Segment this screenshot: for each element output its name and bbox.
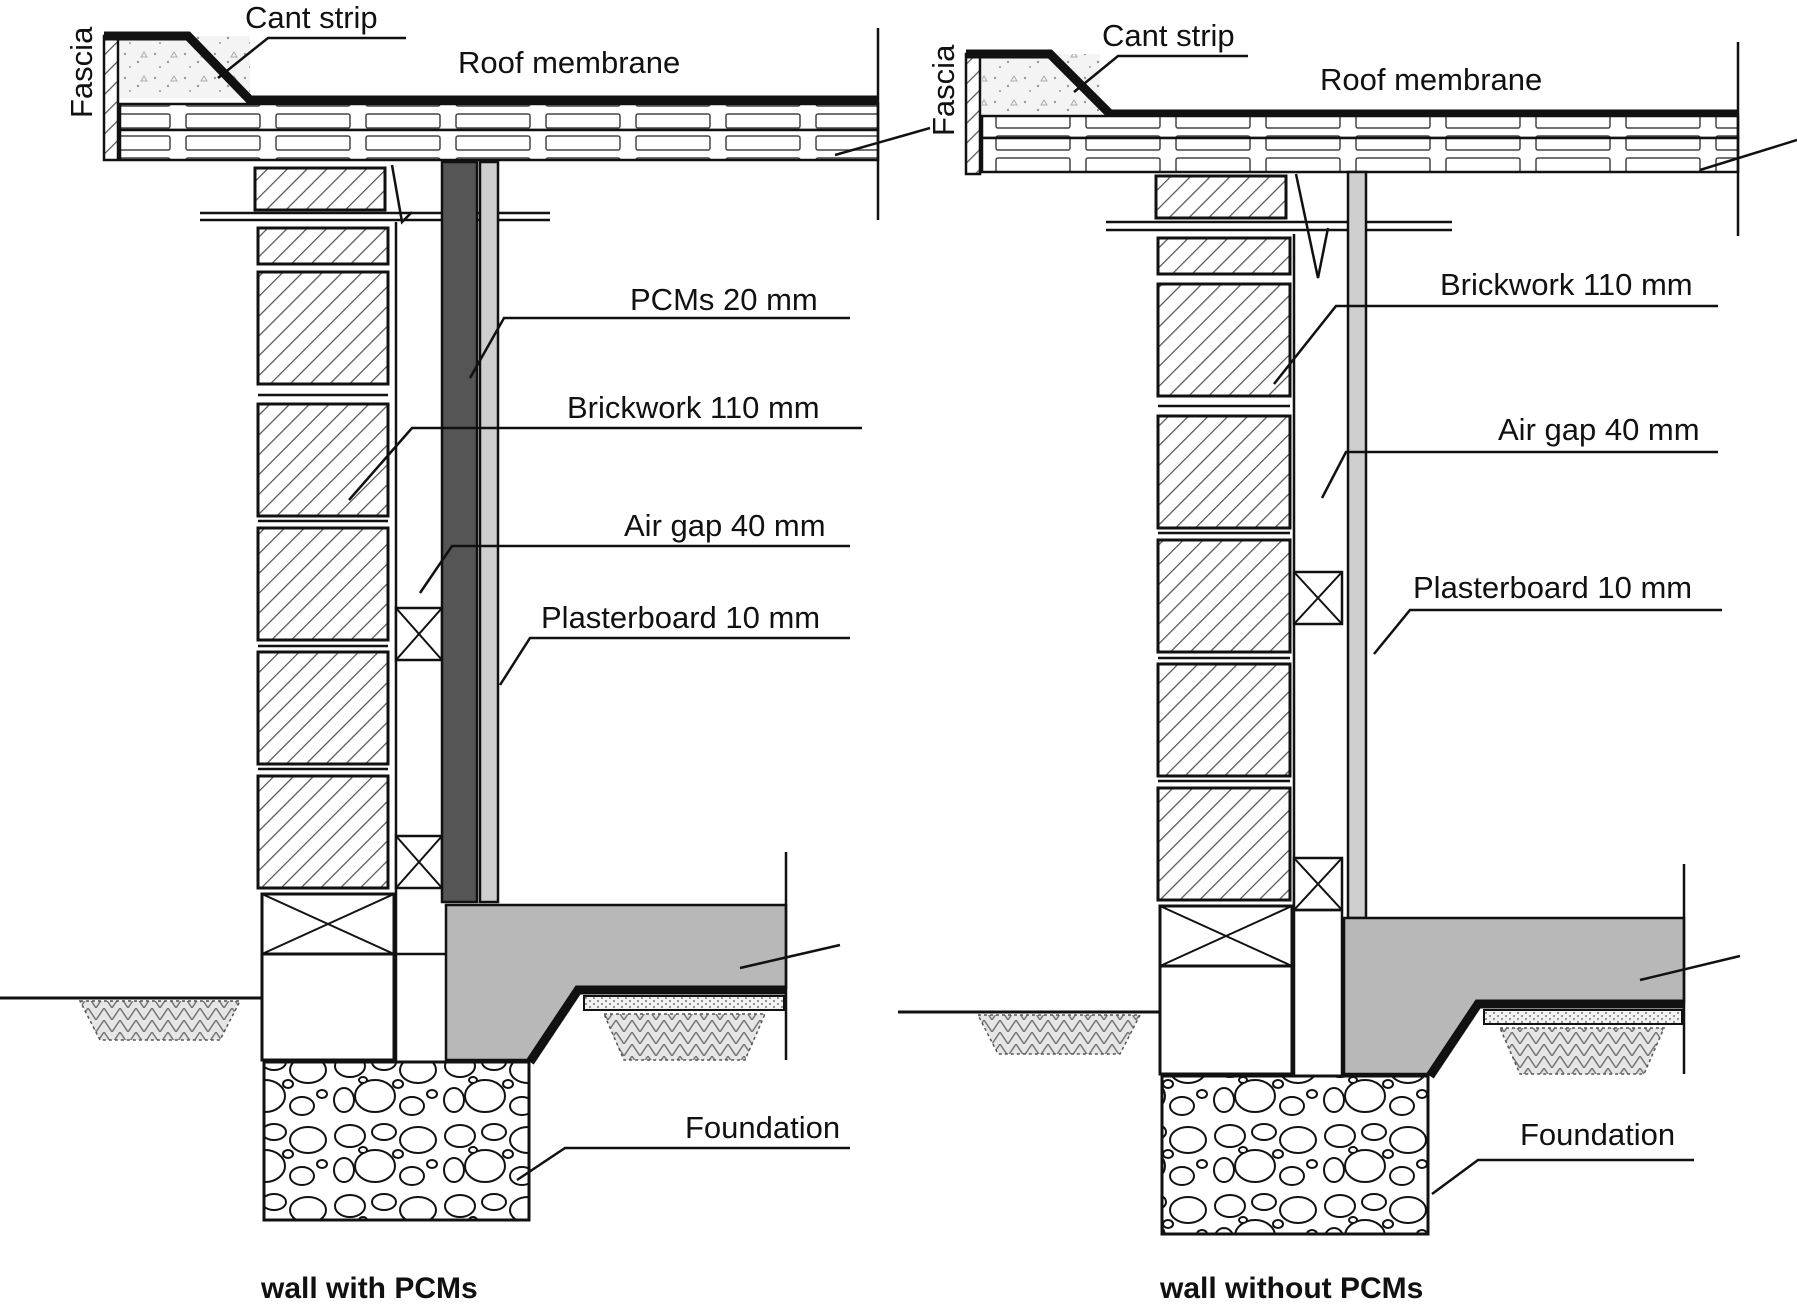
foundation-label-left: Foundation	[685, 1110, 840, 1145]
air-gap-label-left: Air gap 40 mm	[624, 508, 826, 543]
cant-strip-label-right: Cant strip	[1102, 18, 1235, 53]
foundation-right	[1160, 1074, 1430, 1236]
roof-assembly-left	[102, 28, 931, 220]
plasterboard-label-right: Plasterboard 10 mm	[1413, 570, 1692, 605]
plasterboard-right	[1346, 170, 1368, 920]
caption-right: wall without PCMs	[1159, 1272, 1423, 1305]
roof-membrane-label-left: Roof membrane	[458, 45, 680, 80]
brickwork-right	[1106, 173, 1452, 902]
brickwork-label-right: Brickwork 110 mm	[1440, 267, 1693, 302]
air-gap-left	[394, 222, 444, 1062]
pcm-layer-left	[440, 160, 479, 904]
plasterboard-label-left: Plasterboard 10 mm	[541, 600, 820, 635]
roof-membrane-label-right: Roof membrane	[1320, 62, 1542, 97]
foundation-left	[262, 1060, 531, 1222]
plinth-left	[260, 892, 446, 1062]
air-gap-right	[1292, 234, 1344, 1076]
brickwork-label-left: Brickwork 110 mm	[567, 390, 820, 425]
wall-without-pcms	[898, 42, 1797, 1236]
cant-strip-label-left: Cant strip	[245, 0, 378, 35]
wall-with-pcms	[0, 28, 931, 1222]
foundation-label-right: Foundation	[1520, 1117, 1675, 1152]
air-gap-label-right: Air gap 40 mm	[1498, 412, 1700, 447]
plasterboard-left	[478, 160, 500, 904]
fascia-label-left: Fascia	[64, 26, 99, 118]
caption-left: wall with PCMs	[260, 1272, 478, 1305]
fascia-label-right: Fascia	[926, 44, 961, 136]
roof-assembly-right	[964, 42, 1797, 236]
pcms-label-left: PCMs 20 mm	[630, 282, 818, 317]
plinth-right	[1158, 904, 1344, 1076]
